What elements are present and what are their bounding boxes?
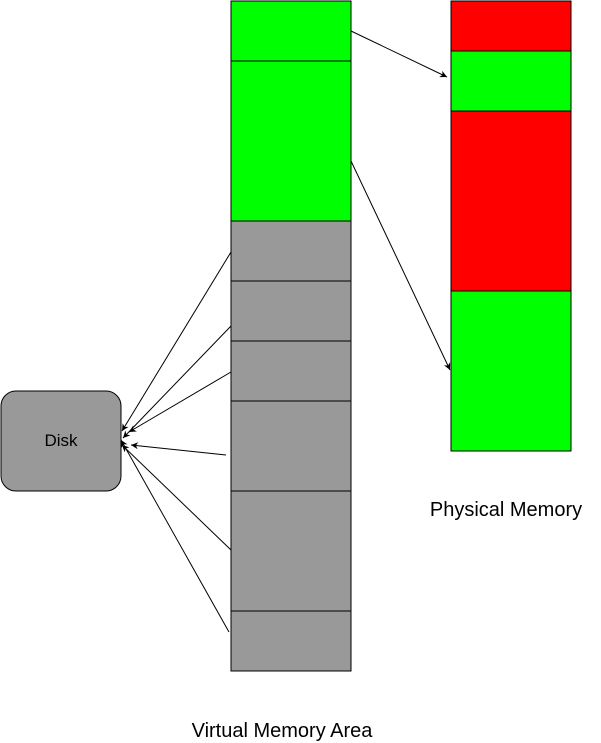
physical-block-2: [450, 50, 572, 112]
virtual-memory-column: [230, 0, 352, 672]
virtual-block-3: [230, 220, 352, 282]
physical-block-3: [450, 110, 572, 292]
virtual-block-2: [230, 60, 352, 222]
disk-label: Disk: [44, 431, 78, 450]
virtual-block-8: [230, 610, 352, 672]
virtual-block-5: [230, 340, 352, 402]
virtual-memory-label: Virtual Memory Area: [192, 720, 374, 742]
arrow-virtual-5-to-disk: [128, 371, 232, 433]
arrow-virtual-7-to-disk: [121, 444, 232, 551]
disk-node: Disk: [0, 390, 122, 492]
arrow-virtual-8-to-disk: [120, 439, 230, 633]
physical-memory-label: Physical Memory: [430, 499, 582, 521]
physical-memory-column: [450, 0, 572, 452]
physical-block-1: [450, 0, 572, 52]
arrow-virtual-4-to-disk: [122, 325, 232, 439]
virtual-block-7: [230, 490, 352, 612]
arrow-virtual-2-to-physical-4: [350, 160, 451, 371]
virtual-block-6: [230, 400, 352, 492]
virtual-block-4: [230, 280, 352, 342]
mapping-arrows: [350, 30, 451, 371]
physical-block-4: [450, 290, 572, 452]
arrow-virtual-3-to-disk: [121, 251, 232, 432]
virtual-block-1: [230, 0, 352, 62]
swap-arrows: [120, 251, 232, 633]
arrow-virtual-6-to-disk: [130, 442, 227, 456]
arrow-virtual-1-to-physical-2: [350, 30, 448, 78]
